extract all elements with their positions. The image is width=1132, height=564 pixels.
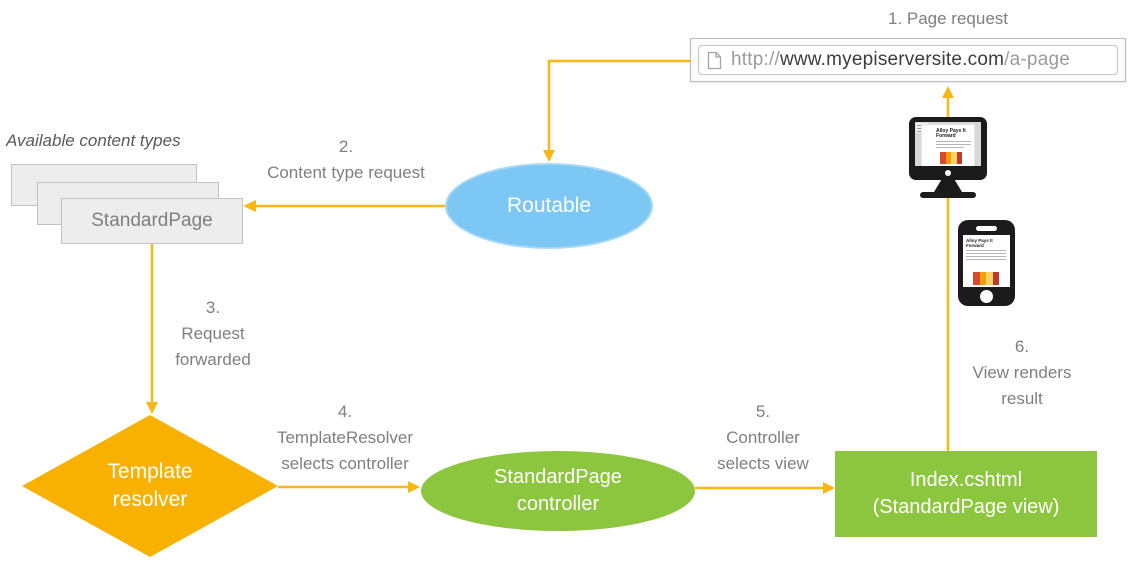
phone-screen: Alloy Pays It Forward (963, 235, 1010, 287)
step5-label: 5. Controller selects view (717, 402, 809, 473)
phone-text-line (966, 253, 1006, 254)
arrowhead-view-left (823, 482, 835, 494)
connector-pagerequest-to-routable (547, 59, 690, 150)
monitor-text-line (936, 147, 964, 148)
url-host: www.myepiserversite.com (779, 49, 1005, 70)
monitor-screen: Alloy Pays It Forward (915, 122, 981, 166)
url-text: http://www.myepiserversite.com/a-page (731, 49, 1070, 71)
monitor-stand (934, 179, 962, 192)
monitor-body: Alloy Pays It Forward (909, 117, 987, 180)
page-icon (707, 51, 722, 69)
phone-page-title: Alloy Pays It Forward (966, 238, 993, 248)
monitor-icon: Alloy Pays It Forward (906, 116, 990, 198)
monitor-page-title: Alloy Pays It Forward (936, 128, 966, 139)
available-content-types-label: Available content types (6, 131, 181, 150)
monitor-button-dot (945, 170, 951, 176)
arrowhead-resolver-top (146, 402, 158, 414)
step4-label: 4. TemplateResolver selects controller (276, 402, 414, 473)
content-type-card-standardpage: StandardPage (61, 198, 243, 244)
monitor-page: Alloy Pays It Forward (922, 125, 974, 166)
phone-text-line (966, 256, 1006, 257)
url-path: /a-page (1004, 49, 1070, 70)
routable-node: Routable (445, 163, 653, 249)
monitor-page-image (940, 152, 962, 164)
url-protocol: http:// (731, 49, 780, 70)
arrowhead-contenttype-right (243, 200, 256, 212)
smartphone-icon: Alloy Pays It Forward (958, 220, 1015, 306)
step6-label: 6. View renders result (972, 337, 1072, 408)
step2-label: 2. Content type request (267, 137, 425, 182)
step1-label: 1. Page request (887, 9, 1009, 28)
step3-label: 3. Request forwarded (175, 298, 251, 369)
arrowhead-addressbar-bottom (942, 86, 954, 98)
arrowhead-routable-top (543, 150, 555, 162)
arrowhead-controller-left (408, 481, 420, 493)
monitor-base (920, 192, 976, 198)
index-cshtml-view-node: Index.cshtml (StandardPage view) (835, 451, 1097, 537)
content-type-card-label: StandardPage (91, 210, 213, 231)
phone-speaker (976, 226, 997, 231)
url-input[interactable]: http://www.myepiserversite.com/a-page (698, 45, 1118, 75)
phone-home-button (980, 290, 993, 303)
phone-text-line (966, 250, 1006, 251)
phone-text-line (966, 259, 1006, 260)
browser-address-bar: http://www.myepiserversite.com/a-page (690, 38, 1126, 82)
monitor-text-line (936, 144, 971, 145)
standardpage-controller-node: StandardPage controller (421, 451, 695, 531)
phone-page-image (973, 272, 999, 285)
monitor-text-line (936, 141, 971, 142)
